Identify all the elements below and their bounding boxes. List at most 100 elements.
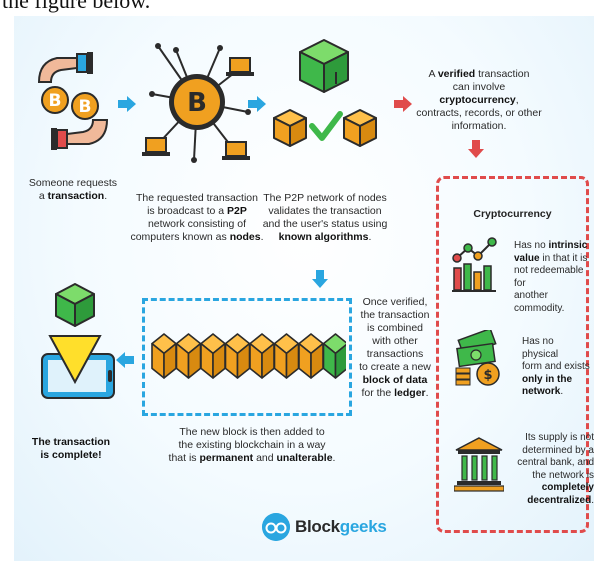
- caption-emphasis: unalterable: [276, 452, 333, 464]
- chain-block: [224, 333, 251, 379]
- caption-line: a: [38, 190, 48, 202]
- caption-line: .: [260, 231, 264, 243]
- caption-line: the existing blockchain in a way: [178, 439, 326, 451]
- caption-line: .: [332, 452, 336, 464]
- caption-emphasis: is complete!: [40, 449, 102, 461]
- caption-line: .: [368, 231, 372, 243]
- value-chart-icon: [452, 237, 497, 292]
- blockgeeks-logo: Blockgeeks: [262, 512, 387, 542]
- brand-name: Blockgeeks: [295, 517, 387, 537]
- caption-line: Someone requests: [28, 177, 118, 189]
- caption-line: and: [253, 452, 277, 464]
- bitcoin-network-icon: B: [142, 43, 254, 163]
- caption-line: with other: [372, 335, 418, 347]
- hands-bitcoin-icon: B B: [37, 52, 109, 150]
- caption-line: .: [560, 386, 564, 397]
- caption-line: ,: [515, 94, 519, 106]
- caption-emphasis: transaction: [47, 190, 105, 202]
- caption-emphasis: network: [522, 386, 561, 397]
- svg-text:$: $: [483, 368, 492, 383]
- caption-emphasis: ledger: [394, 387, 426, 399]
- caption-line: Once verified,: [362, 296, 428, 308]
- caption-line: transaction: [475, 68, 530, 80]
- caption-line: can involve: [452, 81, 506, 93]
- arrow-left-icon: [116, 352, 134, 368]
- cryptocurrency-title: Cryptocurrency: [473, 208, 552, 220]
- chain-block: [175, 333, 202, 379]
- step-6-caption: The new block is then added to the exist…: [160, 426, 344, 465]
- svg-text:B: B: [49, 91, 62, 111]
- arrow-right-red-icon: [394, 96, 412, 112]
- arrow-down-icon: [312, 270, 328, 288]
- caption-line: The P2P network of nodes: [263, 192, 387, 204]
- caption-line: transactions: [366, 348, 424, 360]
- top-caption-text: the figure below.: [2, 0, 151, 13]
- blockchain-row: [151, 333, 346, 379]
- brand-name-part: Block: [295, 517, 340, 536]
- caption-emphasis: The transaction: [31, 436, 111, 448]
- caption-line: .: [425, 387, 429, 399]
- step-2-caption: The requested transaction is broadcast t…: [130, 192, 264, 244]
- caption-line: validates the transaction: [268, 205, 382, 217]
- caption-emphasis: intrinsic: [548, 240, 588, 251]
- arrow-down-red-icon: [468, 140, 484, 158]
- caption-line: network consisting of: [147, 218, 247, 230]
- caption-line: the network is: [532, 469, 594, 481]
- caption-line: the transaction: [360, 309, 430, 321]
- chain-block: [273, 333, 300, 379]
- top-caption: the figure below.: [0, 0, 220, 14]
- step-3-caption: The P2P network of nodes validates the t…: [260, 192, 390, 244]
- svg-text:B: B: [79, 97, 92, 117]
- caption-line: .: [591, 494, 594, 506]
- caption-line: to create a new: [359, 361, 431, 373]
- cash-coins-icon: $: [455, 330, 500, 386]
- crypto-feature-3: Its supply is not determined by a centra…: [514, 432, 594, 507]
- caption-line: not redeemable for: [514, 265, 584, 289]
- new-block: [322, 333, 346, 379]
- block-face: [334, 343, 346, 379]
- caption-line: computers known as: [130, 231, 230, 243]
- step-5-caption: Once verified, the transaction is combin…: [356, 296, 434, 400]
- chain-block: [298, 333, 324, 379]
- svg-text:B: B: [187, 88, 207, 118]
- caption-line: Its supply is not: [525, 432, 594, 443]
- caption-emphasis: completely: [541, 482, 594, 493]
- caption-line: is combined: [366, 322, 424, 334]
- step-7-caption: The transaction is complete!: [22, 436, 120, 462]
- caption-emphasis: P2P: [227, 205, 247, 217]
- caption-line: information.: [451, 120, 507, 132]
- caption-line: that is: [168, 452, 200, 464]
- crypto-feature-1: Has no intrinsic value in that it is not…: [514, 240, 590, 315]
- caption-emphasis: permanent: [199, 452, 254, 464]
- step-4-caption: A verified transaction can involve crypt…: [414, 68, 544, 133]
- chain-block: [151, 333, 177, 379]
- caption-emphasis: nodes: [229, 231, 261, 243]
- caption-emphasis: value: [514, 252, 540, 264]
- chain-block: [249, 333, 275, 379]
- arrow-right-icon: [248, 96, 266, 112]
- caption-line: central bank, and: [517, 457, 594, 468]
- caption-line: and the user's status using: [262, 218, 388, 230]
- glasses-logo-icon: [262, 513, 290, 541]
- central-bank-icon: [454, 437, 504, 492]
- caption-emphasis: verified: [437, 68, 476, 80]
- brand-name-accent: geeks: [339, 517, 387, 536]
- step-1-caption: Someone requests a transaction.: [18, 177, 128, 203]
- caption-emphasis: block of data: [362, 374, 428, 386]
- caption-line: in that it is: [539, 252, 588, 264]
- caption-line: contracts, records, or other: [416, 107, 542, 119]
- caption-line: A: [428, 68, 438, 80]
- caption-emphasis: only in the: [522, 373, 572, 385]
- caption-line: form and exists: [522, 361, 590, 372]
- caption-line: is broadcast to a: [147, 205, 228, 217]
- phone-complete-icon: [41, 283, 115, 399]
- caption-emphasis: cryptocurrency: [439, 94, 516, 106]
- caption-line: The requested transaction: [136, 192, 258, 204]
- chain-block: [200, 333, 226, 379]
- caption-emphasis: known algorithms: [278, 231, 369, 243]
- new-block-frame: [142, 298, 352, 416]
- caption-line: another commodity.: [514, 290, 565, 314]
- caption-line: The new block is then added to: [179, 426, 325, 438]
- cryptocurrency-panel: [436, 176, 589, 533]
- caption-line: Has no physical: [522, 336, 559, 360]
